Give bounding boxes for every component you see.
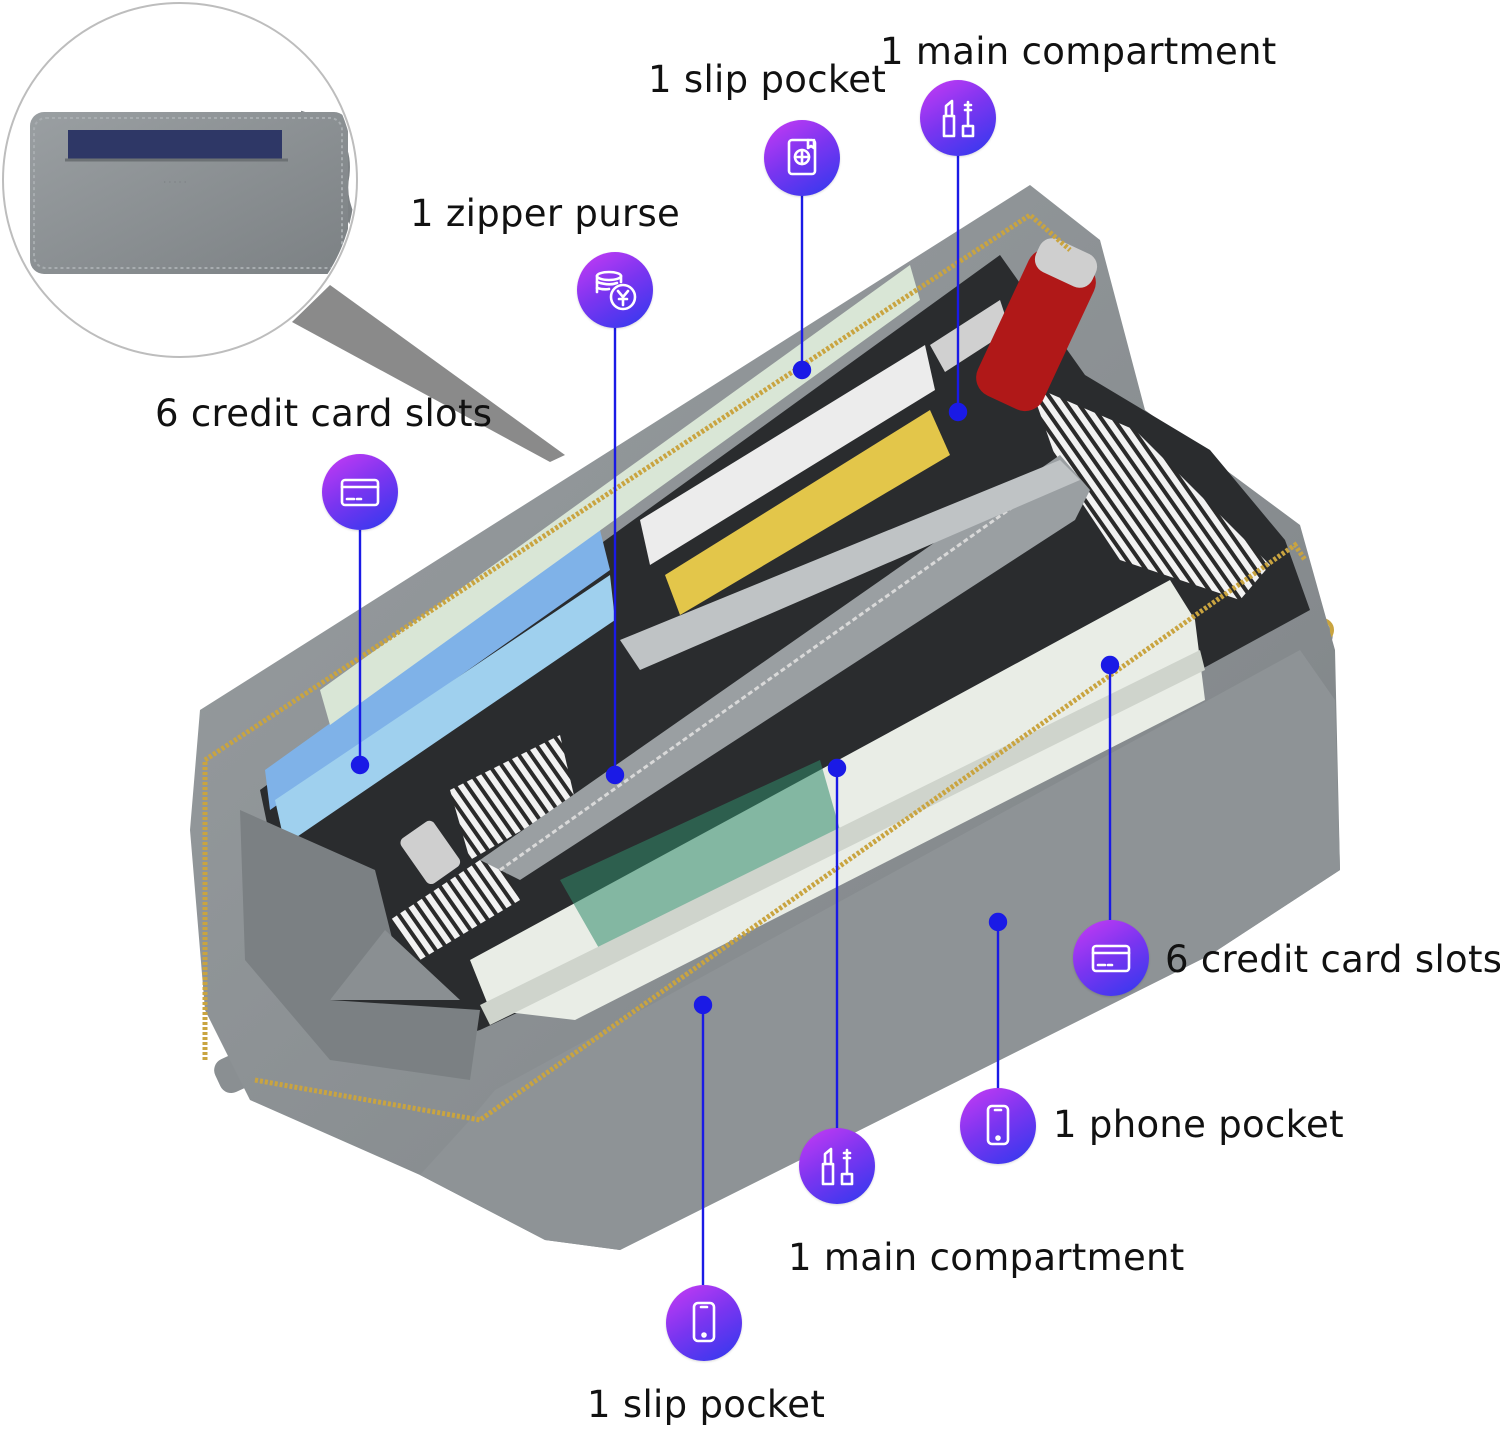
zipper-front bbox=[254, 541, 1308, 1123]
label-card-slots-left: 6 credit card slots bbox=[155, 392, 493, 435]
label-main-compartment-top: 1 main compartment bbox=[880, 30, 1277, 73]
lipstick-mascara-icon bbox=[920, 80, 996, 156]
callout-dot-main-top bbox=[948, 402, 968, 422]
phone-icon bbox=[666, 1285, 742, 1361]
zipper-purse bbox=[480, 455, 1090, 880]
phone bbox=[620, 460, 1080, 670]
zipper-top bbox=[202, 211, 1072, 1060]
coins-yuan-icon bbox=[577, 252, 653, 328]
credit-card-icon bbox=[322, 454, 398, 530]
svg-text:· · · · ·: · · · · · bbox=[164, 178, 187, 187]
zoom-circle: · · · · · bbox=[2, 2, 358, 358]
callout-dot-main-bottom bbox=[827, 758, 847, 778]
label-card-slots-right: 6 credit card slots bbox=[1165, 938, 1500, 981]
label-slip-pocket-bottom: 1 slip pocket bbox=[587, 1383, 826, 1426]
credit-card-icon bbox=[1073, 920, 1149, 996]
callout-dot-zipper bbox=[605, 765, 625, 785]
label-main-compartment-bottom: 1 main compartment bbox=[788, 1236, 1185, 1279]
callout-dot-cards-right bbox=[1100, 655, 1120, 675]
callout-dot-slip-bottom bbox=[693, 995, 713, 1015]
lipstick bbox=[976, 238, 1098, 412]
lipstick-mascara-icon bbox=[799, 1128, 875, 1204]
passport-icon bbox=[764, 120, 840, 196]
side-flap bbox=[240, 810, 480, 1080]
label-zipper-purse: 1 zipper purse bbox=[410, 192, 681, 235]
striped-lining bbox=[1030, 385, 1270, 600]
phone-icon bbox=[960, 1088, 1036, 1164]
cards bbox=[265, 265, 1010, 845]
label-phone-pocket: 1 phone pocket bbox=[1053, 1103, 1344, 1146]
callout-dot-phone bbox=[988, 912, 1008, 932]
callout-dot-cards-left bbox=[350, 755, 370, 775]
callout-dot-slip-top bbox=[792, 360, 812, 380]
label-slip-pocket-top: 1 slip pocket bbox=[648, 58, 887, 101]
zoom-pointer bbox=[292, 285, 565, 462]
